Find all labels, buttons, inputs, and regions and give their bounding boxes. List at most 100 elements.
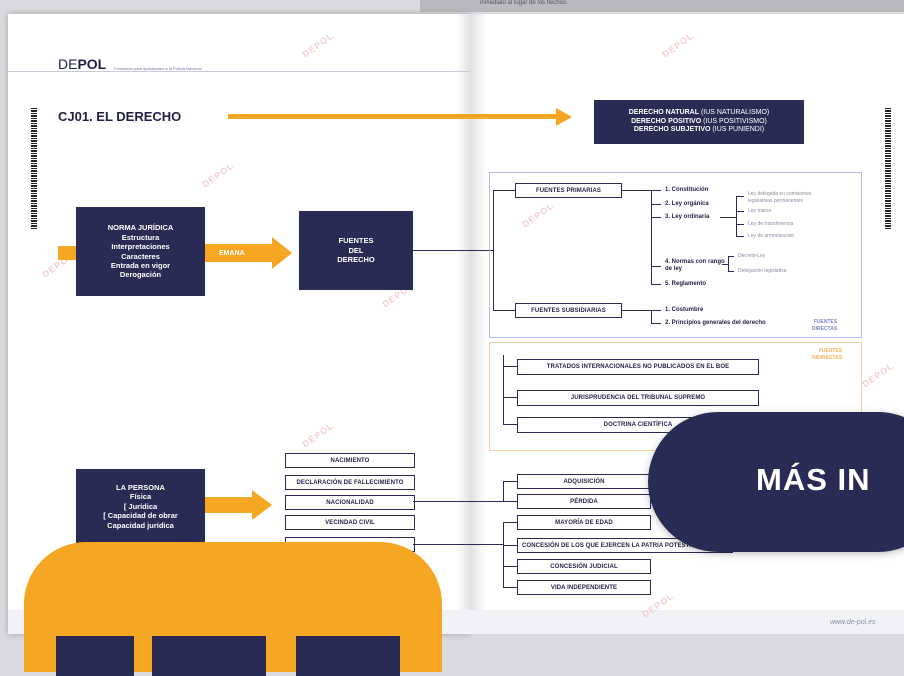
indirectas-item: JURISPRUDENCIA DEL TRIBUNAL SUPREMO	[517, 390, 759, 406]
connector	[651, 284, 661, 285]
connector	[503, 481, 504, 502]
ley-sub: legislativas permanentes	[748, 198, 804, 204]
persona-item: DECLARACIÓN DE FALLECIMIENTO	[285, 475, 415, 490]
subsidiarias-item: 1. Costumbre	[665, 307, 704, 313]
fuentes-del-derecho-box: FUENTES DEL DERECHO	[299, 211, 413, 290]
emancipacion-item: VIDA INDEPENDIENTE	[517, 580, 651, 595]
subsidiarias-item: 2. Principios generales del derecho	[665, 320, 766, 326]
connector	[413, 544, 503, 545]
emancipacion-item: CONCESIÓN JUDICIAL	[517, 559, 651, 574]
promo-tile[interactable]	[56, 636, 134, 676]
connector	[503, 481, 517, 482]
connector	[651, 190, 661, 191]
barcode-right	[885, 108, 891, 230]
header-rule	[8, 71, 470, 72]
connector	[736, 196, 737, 236]
derecho-positivo: DERECHO POSITIVO (IUS POSITIVISMO)	[631, 117, 767, 125]
connector	[651, 323, 661, 324]
connector	[736, 196, 744, 197]
primarias-item: 1. Constitución	[665, 187, 709, 193]
derecho-natural: DERECHO NATURAL (IUS NATURALISMO)	[628, 108, 770, 116]
primarias-item: 2. Ley orgánica	[665, 201, 709, 207]
connector	[503, 397, 517, 398]
website: www.de-pol.es	[830, 619, 876, 626]
connector	[503, 545, 517, 546]
connector	[651, 310, 652, 323]
promo-tile[interactable]	[152, 636, 266, 676]
connector	[493, 310, 515, 311]
connector	[621, 310, 651, 311]
connector	[736, 236, 744, 237]
connector	[736, 211, 744, 212]
title-arrow-head	[556, 108, 572, 126]
norma-orange-stub	[58, 246, 76, 260]
brand-logo: DEPOL	[58, 56, 106, 72]
connector	[493, 190, 515, 191]
connector	[503, 366, 517, 367]
mas-info-label: MÁS IN	[756, 462, 871, 497]
derecho-box: DERECHO NATURAL (IUS NATURALISMO) DERECH…	[594, 100, 804, 144]
connector	[493, 190, 494, 310]
connector	[503, 424, 517, 425]
connector	[413, 250, 493, 251]
spine-shadow	[456, 14, 486, 634]
connector	[722, 264, 728, 265]
connector	[736, 224, 744, 225]
persona-arrow-head	[252, 490, 272, 520]
emana-arrow-head	[272, 237, 292, 269]
connector	[413, 501, 503, 502]
promo-tile[interactable]	[296, 636, 400, 676]
connector	[651, 217, 661, 218]
connector	[651, 310, 661, 311]
normas-sub: Delegación legislativa	[738, 268, 787, 274]
derecho-subjetivo: DERECHO SUBJETIVO (IUS PUNIENDI)	[633, 126, 765, 134]
connector	[503, 587, 517, 588]
connector	[728, 256, 734, 257]
top-snippet: inmediato al lugar de los hechos.	[480, 0, 568, 6]
persona-item: NACIMIENTO	[285, 453, 415, 468]
persona-item: NACIONALIDAD	[285, 495, 415, 510]
ley-sub: Ley delegada en comisiones	[748, 191, 812, 197]
fuentes-subsidiarias-box: FUENTES SUBSIDIARIAS	[515, 303, 622, 318]
normas-sub: Decreto-Ley	[738, 253, 766, 259]
norma-juridica-box: NORMA JURÍDICA Estructura Interpretacion…	[76, 207, 205, 296]
connector	[503, 501, 517, 502]
connector	[621, 190, 651, 191]
previous-page-strip	[420, 0, 904, 12]
connector	[651, 204, 661, 205]
indirectas-item: TRATADOS INTERNACIONALES NO PUBLICADOS E…	[517, 359, 759, 375]
connector	[651, 190, 652, 284]
nacionalidad-item: PÉRDIDA	[517, 494, 651, 509]
fuentes-directas-frame	[489, 172, 862, 338]
page-title: CJ01. EL DERECHO	[58, 109, 182, 124]
connector	[503, 522, 504, 588]
mas-info-button[interactable]: MÁS IN	[648, 412, 904, 552]
emana-arrow-shaft	[205, 244, 273, 262]
ley-sub: Ley de armonización	[748, 233, 795, 239]
ley-sub: Ley de transferencia	[748, 221, 794, 227]
primarias-item: 4. Normas con rango de ley	[665, 259, 725, 273]
connector	[720, 217, 736, 218]
connector	[728, 256, 729, 272]
connector	[503, 566, 517, 567]
connector	[728, 271, 734, 272]
emancipacion-item: MAYORÍA DE EDAD	[517, 515, 651, 530]
nacionalidad-item: ADQUISICIÓN	[517, 474, 651, 489]
connector	[503, 522, 517, 523]
persona-item: VECINDAD CIVIL	[285, 515, 415, 530]
primarias-item: 5. Reglamento	[665, 281, 707, 287]
title-arrow-shaft	[228, 114, 558, 119]
connector	[651, 266, 661, 267]
promo-card[interactable]	[24, 542, 442, 676]
brand-de: DE	[58, 56, 78, 72]
emancipacion-item: CONCESIÓN DE LOS QUE EJERCEN LA PATRIA P…	[517, 538, 733, 553]
primarias-item: 3. Ley ordinaria	[665, 214, 710, 220]
persona-arrow-shaft	[205, 497, 253, 513]
emana-label: EMANA	[219, 250, 245, 257]
ley-sub: Ley marco	[748, 208, 772, 214]
barcode-left	[31, 108, 37, 230]
la-persona-box: LA PERSONA Física [ Jurídica [ Capacidad…	[76, 469, 205, 544]
fuentes-primarias-box: FUENTES PRIMARIAS	[515, 183, 622, 198]
